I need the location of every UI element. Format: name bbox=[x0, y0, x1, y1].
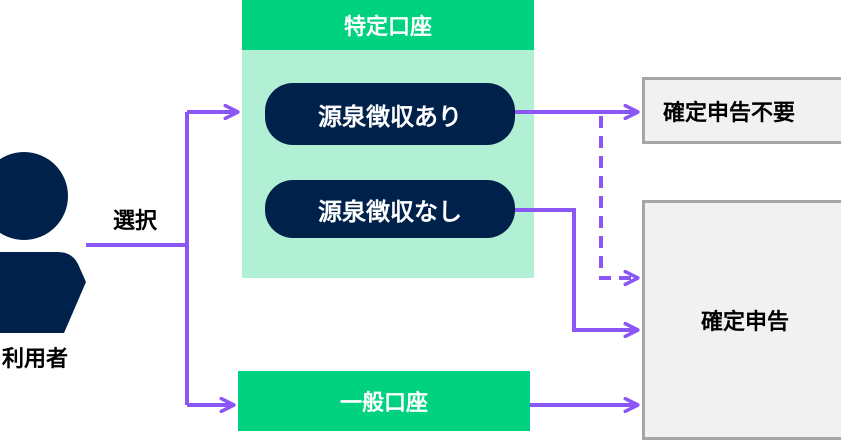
arrow-not-withheld-to-filing bbox=[515, 208, 638, 330]
option-withholding-no: 源泉徴収なし bbox=[265, 180, 515, 238]
connectors bbox=[86, 0, 841, 423]
outcome-no-filing-box: 確定申告不要 bbox=[642, 77, 841, 144]
general-account-box: 一般口座 bbox=[238, 371, 530, 431]
person-head bbox=[0, 152, 68, 240]
person-icon bbox=[0, 152, 86, 333]
arrow-withheld-to-filing-dashed bbox=[599, 116, 638, 278]
person-body bbox=[0, 252, 86, 333]
select-label: 選択 bbox=[112, 209, 157, 234]
actor-label: 利用者 bbox=[1, 347, 68, 372]
option-withholding-yes: 源泉徴収あり bbox=[265, 83, 515, 145]
tokutei-account-header: 特定口座 bbox=[242, 0, 534, 50]
